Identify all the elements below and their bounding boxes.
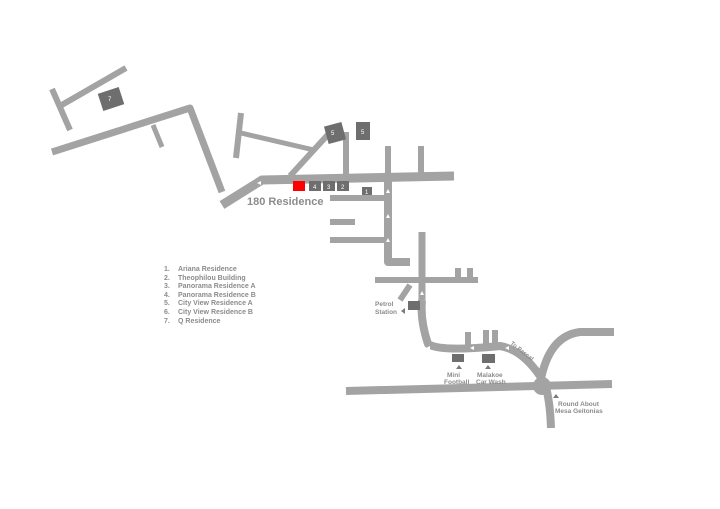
buildings: 7 5 5 4 3 2 1: [97, 87, 495, 363]
place-markers: [401, 308, 559, 398]
direction-arrows: [257, 181, 509, 350]
svg-text:5: 5: [361, 130, 365, 136]
legend-item: 2.Theophilou Building: [164, 274, 246, 282]
building-2[interactable]: [337, 181, 349, 191]
building-5b[interactable]: [356, 122, 370, 140]
map-legend: 1.Ariana Residence 2.Theophilou Building…: [164, 266, 256, 326]
petrol-label-1: Petrol: [375, 301, 394, 308]
legend-item: 6.City View Residence B: [164, 308, 253, 316]
mini-football-label-1: Mini: [447, 372, 460, 379]
map-title: 180 Residence: [247, 196, 323, 208]
roundabout-label-1: Round About: [558, 401, 600, 408]
building-5a[interactable]: [323, 121, 347, 145]
legend-item: 3.Panorama Residence A: [164, 283, 256, 291]
svg-text:7: 7: [108, 97, 112, 103]
petrol-station-building[interactable]: [408, 301, 420, 310]
svg-text:4: 4: [313, 185, 317, 191]
svg-text:3: 3: [327, 185, 331, 191]
legend-item: 4.Panorama Residence B: [164, 291, 256, 299]
svg-text:5: 5: [331, 131, 335, 137]
road-network: [49, 65, 614, 429]
building-7[interactable]: [97, 87, 125, 111]
building-180-residence[interactable]: [293, 181, 305, 191]
svg-text:2: 2: [341, 185, 345, 191]
legend-item: 7.Q Residence: [164, 317, 221, 325]
legend-item: 1.Ariana Residence: [164, 266, 237, 273]
petrol-label-2: Station: [375, 309, 397, 316]
legend-item: 5.City View Residence A: [164, 300, 253, 308]
svg-text:1: 1: [365, 190, 369, 196]
mini-football-building[interactable]: [452, 354, 464, 362]
car-wash-label-1: Malakoe: [477, 372, 503, 379]
car-wash-label-2: Car Wash: [476, 379, 506, 386]
building-1[interactable]: [362, 187, 372, 195]
building-3[interactable]: [323, 181, 335, 191]
roundabout-label-2: Mesa Geitonias: [555, 408, 603, 415]
mini-football-label-2: Football: [444, 379, 469, 386]
building-4[interactable]: [309, 181, 321, 191]
car-wash-building[interactable]: [482, 354, 495, 363]
